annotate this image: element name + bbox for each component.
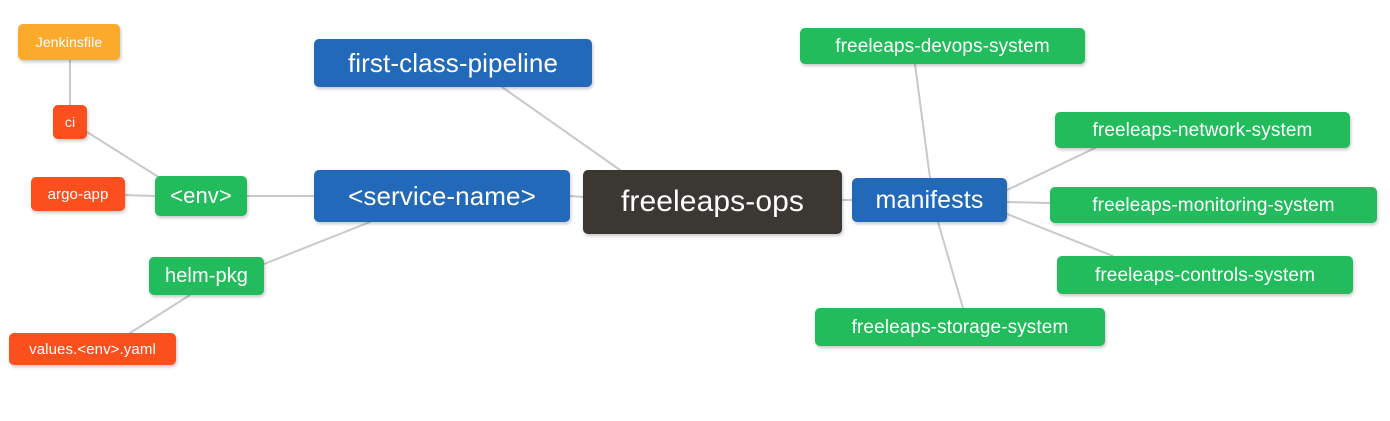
- node-ci[interactable]: ci: [53, 105, 87, 139]
- node-label-freeleaps-controls-system: freeleaps-controls-system: [1094, 264, 1316, 286]
- node-label-freeleaps-devops-system: freeleaps-devops-system: [835, 35, 1050, 57]
- edge-servicename-ops: [569, 195, 584, 198]
- node-label-first-class-pipeline: first-class-pipeline: [347, 48, 559, 78]
- node-label-freeleaps-monitoring-system: freeleaps-monitoring-system: [1092, 194, 1335, 216]
- edge-ci-env: [86, 131, 161, 179]
- edge-argoapp-env: [124, 194, 156, 197]
- node-jenkinsfile[interactable]: Jenkinsfile: [18, 24, 120, 60]
- node-label-service-name: <service-name>: [348, 181, 536, 211]
- node-freeleaps-ops[interactable]: freeleaps-ops: [583, 170, 842, 234]
- node-label-jenkinsfile: Jenkinsfile: [35, 34, 103, 50]
- node-freeleaps-devops-system[interactable]: freeleaps-devops-system: [800, 28, 1085, 64]
- edge-manifests-devops: [914, 63, 931, 179]
- node-label-freeleaps-storage-system: freeleaps-storage-system: [851, 316, 1069, 338]
- node-freeleaps-controls-system[interactable]: freeleaps-controls-system: [1057, 256, 1353, 294]
- edge-manifests-storage: [937, 221, 964, 309]
- edge-manifests-monitoring: [1006, 201, 1051, 204]
- node-label-argo-app: argo-app: [47, 185, 109, 203]
- node-values-env-yaml[interactable]: values.<env>.yaml: [9, 333, 176, 365]
- node-label-ci: ci: [64, 114, 76, 130]
- node-helm-pkg[interactable]: helm-pkg: [149, 257, 264, 295]
- node-label-env: <env>: [170, 183, 232, 208]
- edge-helmpkg-servicename: [263, 221, 371, 265]
- node-argo-app[interactable]: argo-app: [31, 177, 125, 211]
- edge-firstclasspipeline-ops: [501, 86, 621, 171]
- node-label-helm-pkg: helm-pkg: [164, 265, 249, 287]
- node-label-freeleaps-network-system: freeleaps-network-system: [1092, 119, 1313, 141]
- edge-manifests-network: [1006, 147, 1096, 191]
- node-env[interactable]: <env>: [155, 176, 247, 216]
- node-label-values-env-yaml: values.<env>.yaml: [29, 340, 156, 358]
- node-manifests[interactable]: manifests: [852, 178, 1007, 222]
- node-label-manifests: manifests: [875, 185, 984, 214]
- node-label-freeleaps-ops: freeleaps-ops: [620, 185, 805, 218]
- node-first-class-pipeline[interactable]: first-class-pipeline: [314, 39, 592, 87]
- node-freeleaps-monitoring-system[interactable]: freeleaps-monitoring-system: [1050, 187, 1377, 223]
- node-freeleaps-storage-system[interactable]: freeleaps-storage-system: [815, 308, 1105, 346]
- node-freeleaps-network-system[interactable]: freeleaps-network-system: [1055, 112, 1350, 148]
- edge-valuesyaml-helmpkg: [129, 294, 191, 334]
- node-service-name[interactable]: <service-name>: [314, 170, 570, 222]
